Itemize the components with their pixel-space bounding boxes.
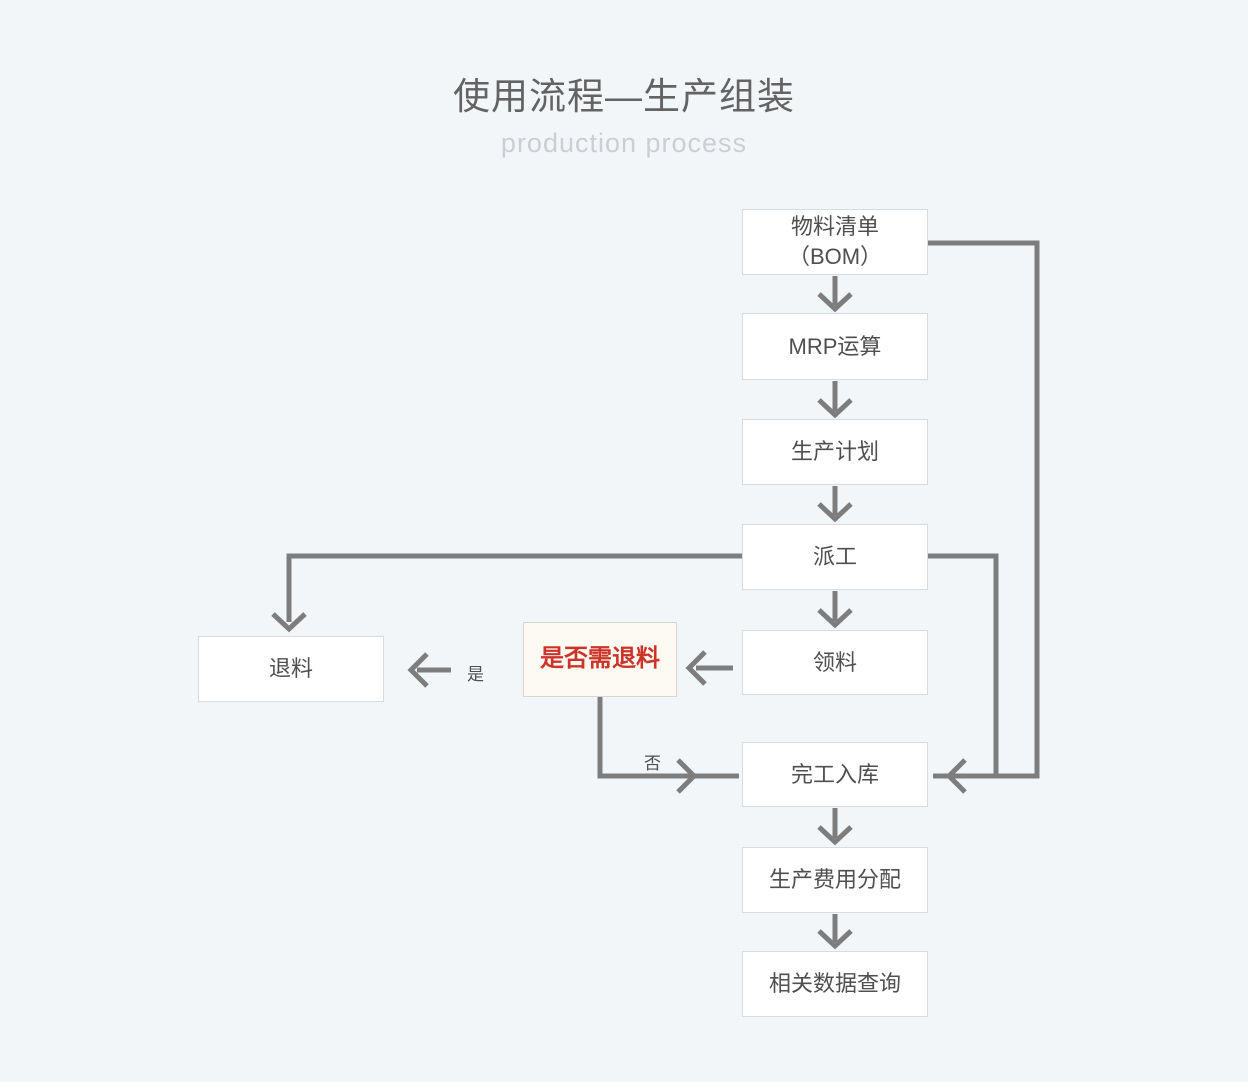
arrowhead-cost-query <box>817 929 853 950</box>
arrowhead-dispatch-picking <box>817 608 853 629</box>
node-dispatch-label: 派工 <box>812 544 857 570</box>
node-data-query: 相关数据查询 <box>742 951 928 1017</box>
arrowhead-decision-return-yes <box>407 652 429 688</box>
edge-decision-warehouse-no <box>597 697 739 779</box>
node-material-return-label: 退料 <box>268 656 313 682</box>
node-cost-allocation: 生产费用分配 <box>742 847 928 913</box>
arrowhead-picking-decision <box>685 650 707 686</box>
node-production-plan: 生产计划 <box>742 419 928 485</box>
node-data-query-label: 相关数据查询 <box>768 971 901 997</box>
node-warehouse-in: 完工入库 <box>742 742 928 807</box>
node-cost-allocation-label: 生产费用分配 <box>768 867 901 893</box>
node-mrp-label: MRP运算 <box>788 333 882 359</box>
node-return-decision: 是否需退料 <box>523 622 677 697</box>
node-dispatch: 派工 <box>742 524 928 590</box>
edge-label-no: 否 <box>644 754 661 773</box>
bottom-strip <box>0 1082 1248 1092</box>
page-subtitle: production process <box>500 128 748 158</box>
node-bom: 物料清单 （BOM） <box>742 209 928 275</box>
node-return-decision-label: 是否需退料 <box>540 645 660 673</box>
node-production-plan-label: 生产计划 <box>790 439 879 465</box>
node-material-picking-label: 领料 <box>812 649 857 675</box>
arrowhead-into-warehouse-right <box>945 758 967 794</box>
arrowhead-mrp-plan <box>817 398 853 419</box>
node-material-return: 退料 <box>198 636 384 702</box>
node-warehouse-in-label: 完工入库 <box>790 761 879 787</box>
edge-bom-warehouse <box>928 240 1040 779</box>
node-bom-label: 物料清单 （BOM） <box>787 214 883 269</box>
arrowhead-dispatch-return <box>271 612 307 633</box>
arrowhead-bom-mrp <box>817 292 853 313</box>
arrowhead-plan-dispatch <box>817 502 853 523</box>
node-mrp: MRP运算 <box>742 313 928 380</box>
page-title: 使用流程—生产组装 <box>453 76 795 117</box>
edge-dispatch-warehouse <box>928 553 999 774</box>
arrowhead-decision-warehouse-no <box>676 758 698 794</box>
node-material-picking: 领料 <box>742 630 928 695</box>
arrowhead-warehouse-cost <box>817 825 853 846</box>
edge-label-yes: 是 <box>467 665 484 684</box>
edge-dispatch-return <box>286 553 742 622</box>
